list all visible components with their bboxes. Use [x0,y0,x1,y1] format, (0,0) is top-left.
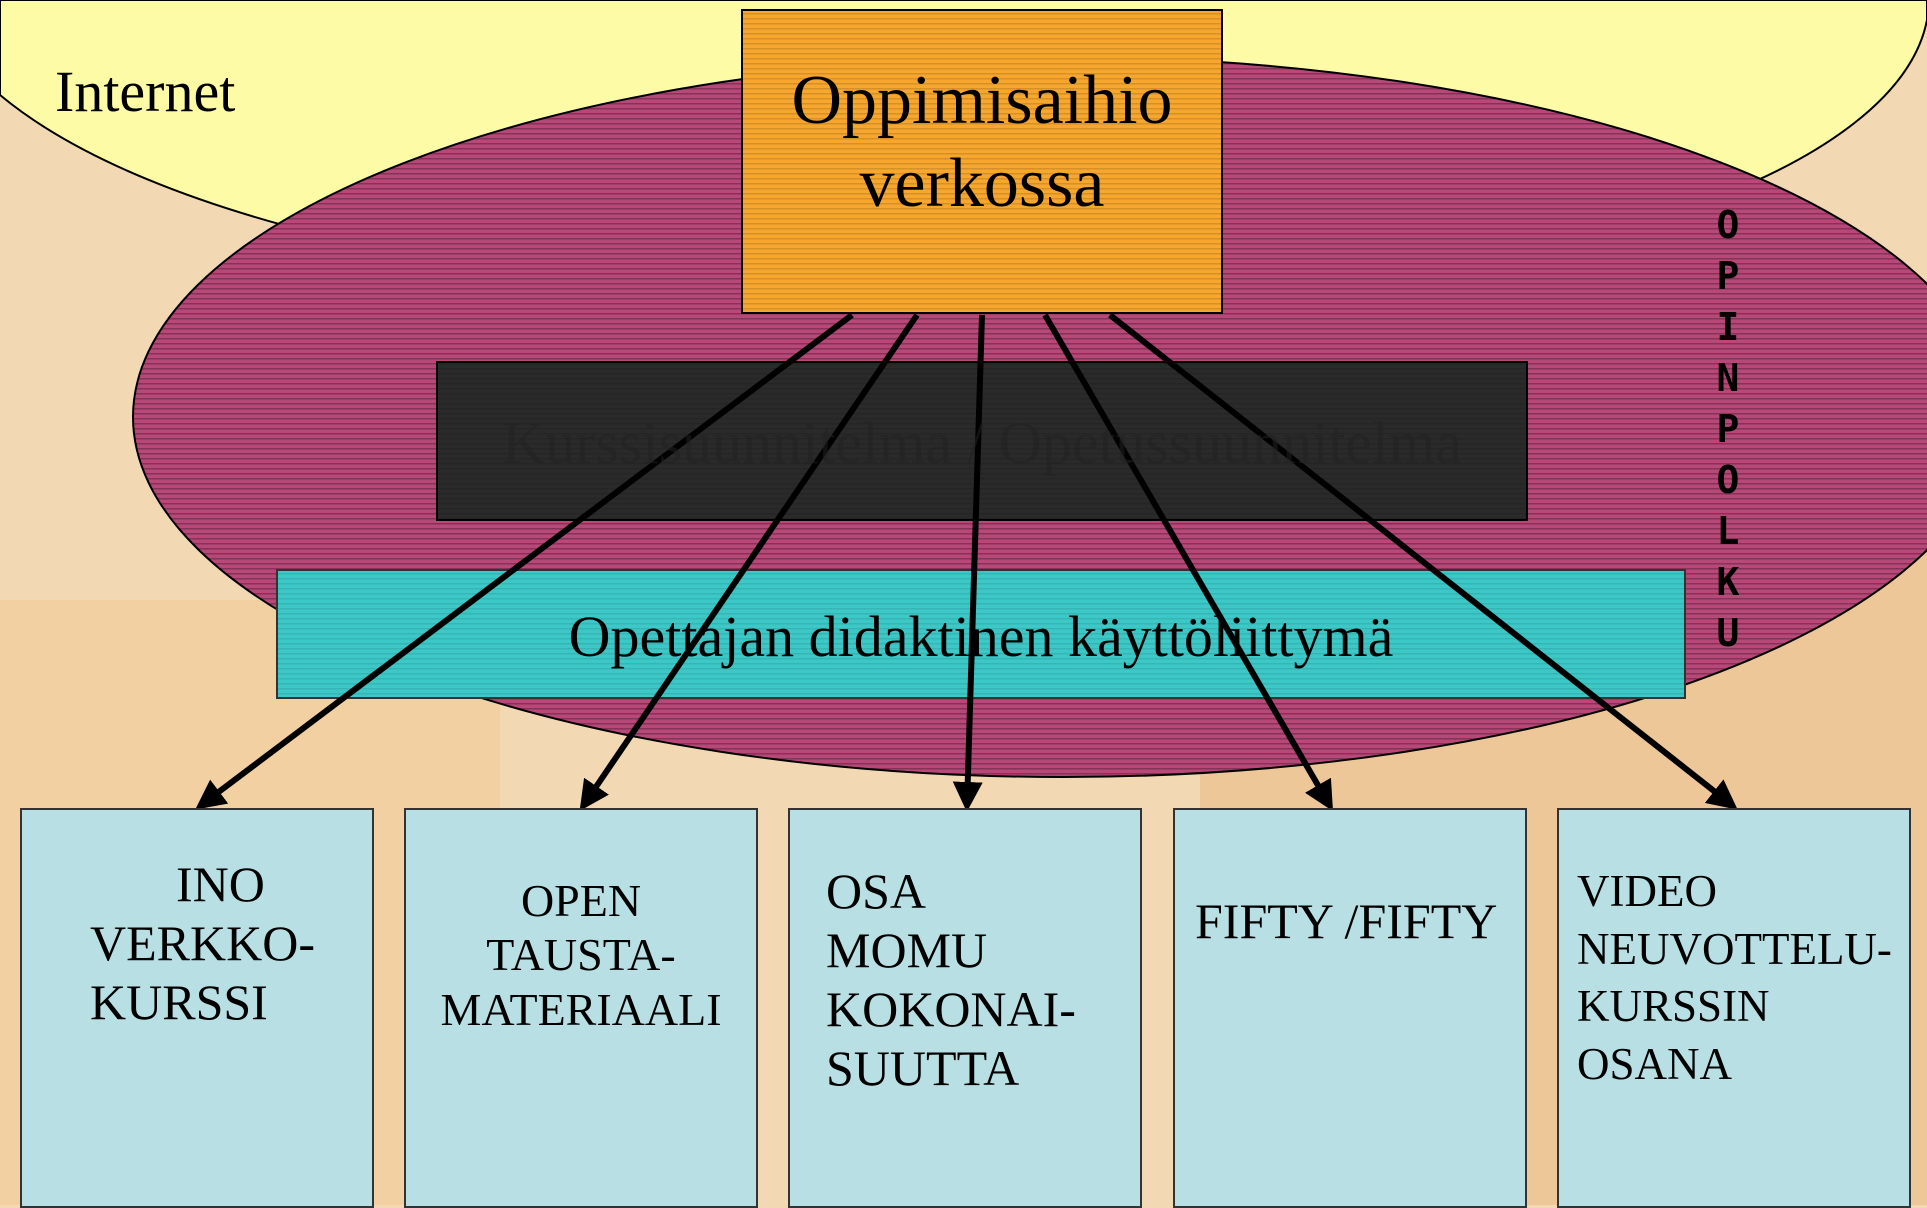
box-line: MATERIAALI [440,983,722,1035]
ui-bar-text: Opettajan didaktinen käyttöliittymä [568,604,1394,669]
box-video-neuvottelu: VIDEO NEUVOTTELU- KURSSIN OSANA [1557,808,1911,1208]
box-line: KURSSI [90,974,268,1030]
opinpolku-letter: O [1716,458,1740,502]
box-ino-verkkokurssi: INO VERKKO- KURSSI [20,808,374,1208]
box-line: FIFTY /FIFTY [1195,893,1498,949]
opinpolku-letter: P [1716,254,1740,298]
box-line: OSA [826,863,927,919]
opinpolku-letter: N [1716,356,1740,400]
box-line: KURSSIN [1577,981,1770,1032]
opinpolku-label: O P I N P O L K U [1700,200,1756,659]
internet-label: Internet [55,59,236,124]
opinpolku-letter: O [1716,203,1740,247]
box-fifty-fifty: FIFTY /FIFTY [1173,808,1527,1208]
arrow-5 [1108,312,1738,810]
box-line: SUUTTA [826,1040,1020,1096]
box-line: KOKONAI- [826,981,1076,1037]
opinpolku-letter: I [1716,305,1740,349]
top-box-title: Oppimisaihio verkossa [742,60,1222,225]
box-line: NEUVOTTELU- [1577,923,1892,974]
box-osa-momu: OSA MOMU KOKONAI- SUUTTA [788,808,1142,1208]
top-box-line-1: Oppimisaihio [791,62,1173,139]
opinpolku-letter: L [1716,509,1740,553]
arrows [195,312,1738,812]
box-line: OSANA [1577,1038,1733,1089]
box-open-taustamateriaali: OPEN TAUSTA- MATERIAALI [404,808,758,1208]
arrow-1 [195,312,854,810]
opinpolku-letter: U [1716,611,1740,655]
box-line: VIDEO [1577,866,1717,916]
opinpolku-letter: P [1716,407,1740,451]
box-line: MOMU [826,922,988,978]
opinpolku-letter: K [1716,560,1740,604]
plan-bar-text: Kurssisuunnitelma / Opetussuunnitelma [502,410,1462,476]
box-line: OPEN [520,875,642,926]
arrow-2 [579,313,920,811]
box-line: INO [176,856,265,912]
top-box-line-2: verkossa [859,144,1105,222]
arrow-4 [1042,313,1334,812]
box-line: TAUSTA- [486,929,676,981]
box-line: VERKKO- [90,915,315,971]
arrow-3 [952,314,985,812]
